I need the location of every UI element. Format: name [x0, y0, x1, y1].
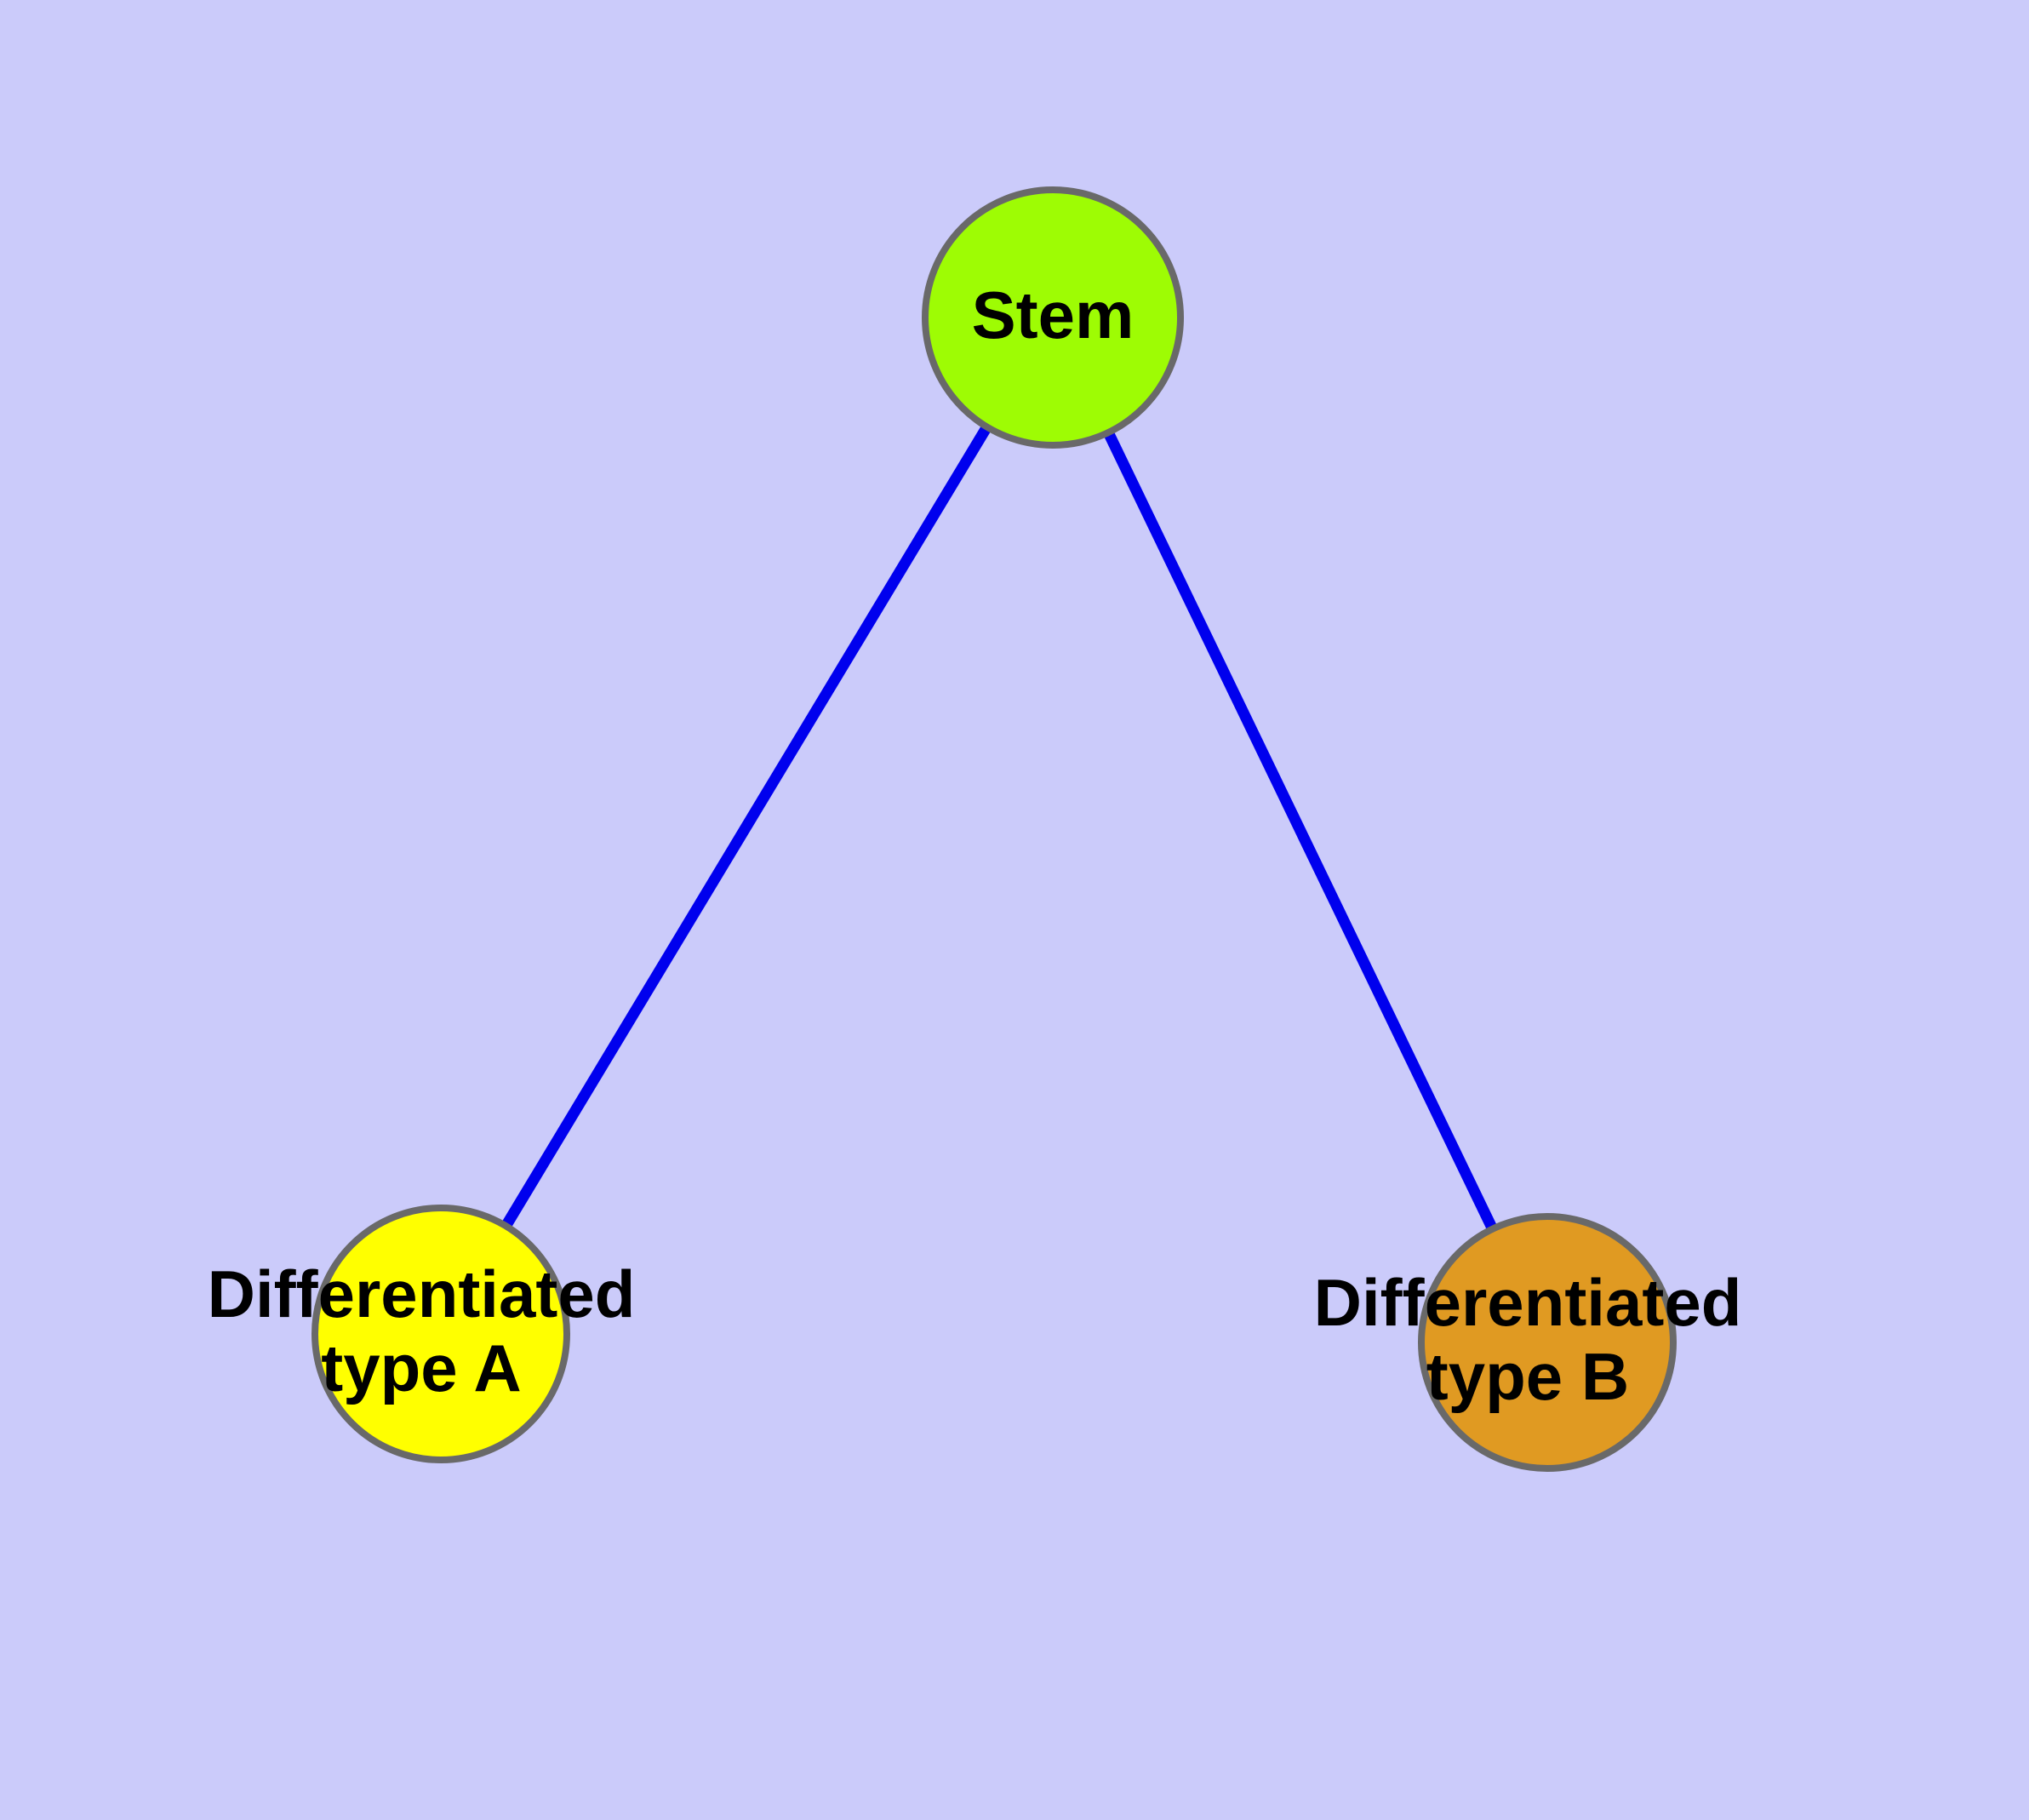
node-differentiated-type-a[interactable]	[311, 1205, 570, 1463]
node-stem[interactable]	[922, 186, 1184, 449]
node-differentiated-type-b[interactable]	[1418, 1213, 1677, 1472]
edge-stem-to-diff-a[interactable]	[436, 314, 1058, 1337]
edge-stem-to-diff-b[interactable]	[1048, 315, 1552, 1345]
